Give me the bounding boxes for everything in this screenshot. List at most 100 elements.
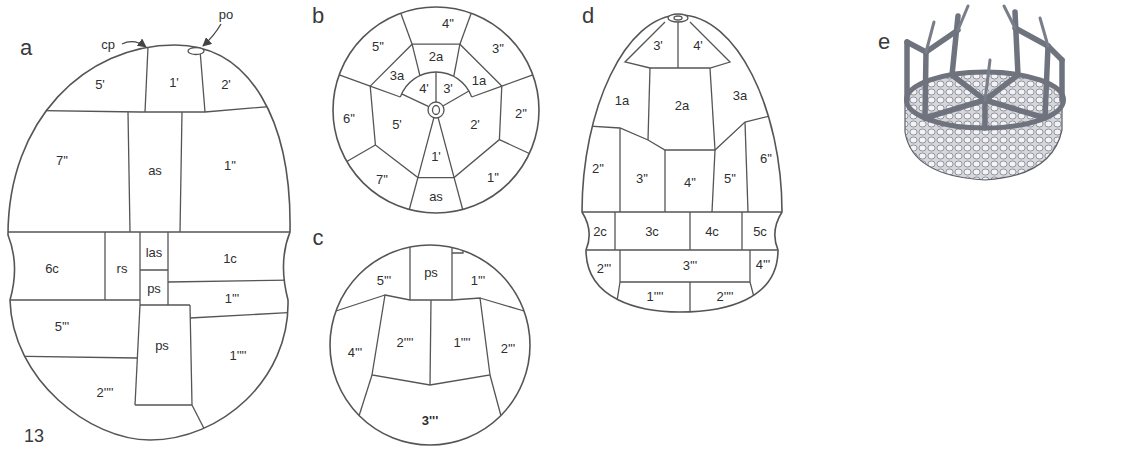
plate-label: 6'' [343,112,355,125]
ventral-view [200,50,205,112]
plate-label: ps [155,339,169,352]
ventral-view [0,356,137,358]
antapical-view [409,230,410,300]
ventral-view [0,231,300,232]
list-model-3d [925,52,926,118]
ventral-view [128,112,130,232]
dorsal-view [614,250,620,320]
list-model-3d [926,6,1048,100]
dorsal-view [648,68,650,140]
plate-label: 6'' [760,152,772,165]
plate-label: 5''' [55,320,70,333]
plate-label: 6c [45,262,59,275]
ventral-view [140,304,190,305]
antapical-view [336,230,524,416]
plate-label: 2''' [597,262,612,275]
ventral-view [140,269,168,270]
plate-label: 3'' [492,42,504,55]
apical-view [370,44,502,177]
list-model-3d [985,60,990,100]
plate-label: 5' [392,118,402,131]
ventral-view [145,47,148,112]
structure-label: cp [101,38,115,51]
plate-label: rs [117,262,128,275]
plate-label: 3' [653,39,663,52]
ventral-view [188,48,204,55]
plate-label: 3''' [683,259,698,272]
dorsal-view [570,211,795,212]
apical-view [418,118,434,178]
plate-label: 1a [472,74,486,87]
plate-label: 3' [443,82,453,95]
antapical-view [372,295,490,385]
structure-label: po [219,8,233,21]
antapical-view [336,295,385,311]
plate-label: 4''' [348,346,363,359]
plate-label: 1'' [487,171,499,184]
apical-view [370,86,400,97]
list-model-3d [905,6,1064,180]
dorsal-view [582,15,782,312]
apical-view [499,140,529,154]
plate-label: 5''' [377,274,392,287]
apical-view [339,13,533,209]
apical-view [428,102,444,118]
plate-label: as [429,190,443,203]
plate-label: 2''' [501,342,516,355]
plate-label: 1'''' [646,290,663,303]
plate-label: 2'''' [716,290,733,303]
antapical-view [451,230,452,300]
plate-label: 3a [733,89,747,102]
ventral-view [203,24,221,46]
apical-view [433,106,440,115]
dorsal-view [689,282,690,320]
ventral-view [8,45,290,440]
list-model-3d [952,16,958,75]
dorsal-view [614,212,615,250]
ventral-view [135,404,192,405]
dorsal-view [710,68,715,150]
antapical-view [430,300,431,385]
apical-view [438,118,454,178]
list-model-3d [1048,46,1062,60]
list-model-3d [925,100,985,118]
list-model-3d [985,100,1045,118]
plate-label: 2a [675,99,689,112]
plate-label: 1' [431,150,441,163]
plate-label: 1'''' [453,336,470,349]
dorsal-view [570,14,795,320]
plate-label: 2' [221,78,231,91]
list-model-3d [926,22,934,52]
apical-view [401,13,412,44]
list-model-3d [904,42,910,100]
plate-label: 2'''' [96,386,113,399]
ventral-view [167,232,168,305]
plate-label: 7'' [376,173,388,186]
plate-label: 2a [429,50,443,63]
dorsal-view [689,212,690,250]
dorsal-view [664,150,665,212]
ventral-view [0,299,140,300]
plate-label: 1c [223,252,237,265]
apical-view [339,75,370,86]
list-model-3d [1004,6,1015,28]
antapical-view [490,375,501,416]
plate-label: 4'' [442,17,454,30]
plate-label: las [146,246,163,259]
apical-view [402,94,429,107]
plate-label: ps [147,282,161,295]
dorsal-view [674,16,682,20]
plate-label: 2' [470,118,480,131]
plate-label: 3c [645,225,659,238]
dorsal-view [745,122,748,212]
apical-view [412,44,420,75]
apical-view [502,75,533,86]
panel-letter: b [312,5,324,27]
apical-view [472,86,502,97]
apical-view [454,44,460,76]
dorsal-view [741,212,742,250]
apical-view [333,7,539,213]
plate-label: 1'''' [229,349,246,362]
ventral-view [190,305,192,405]
